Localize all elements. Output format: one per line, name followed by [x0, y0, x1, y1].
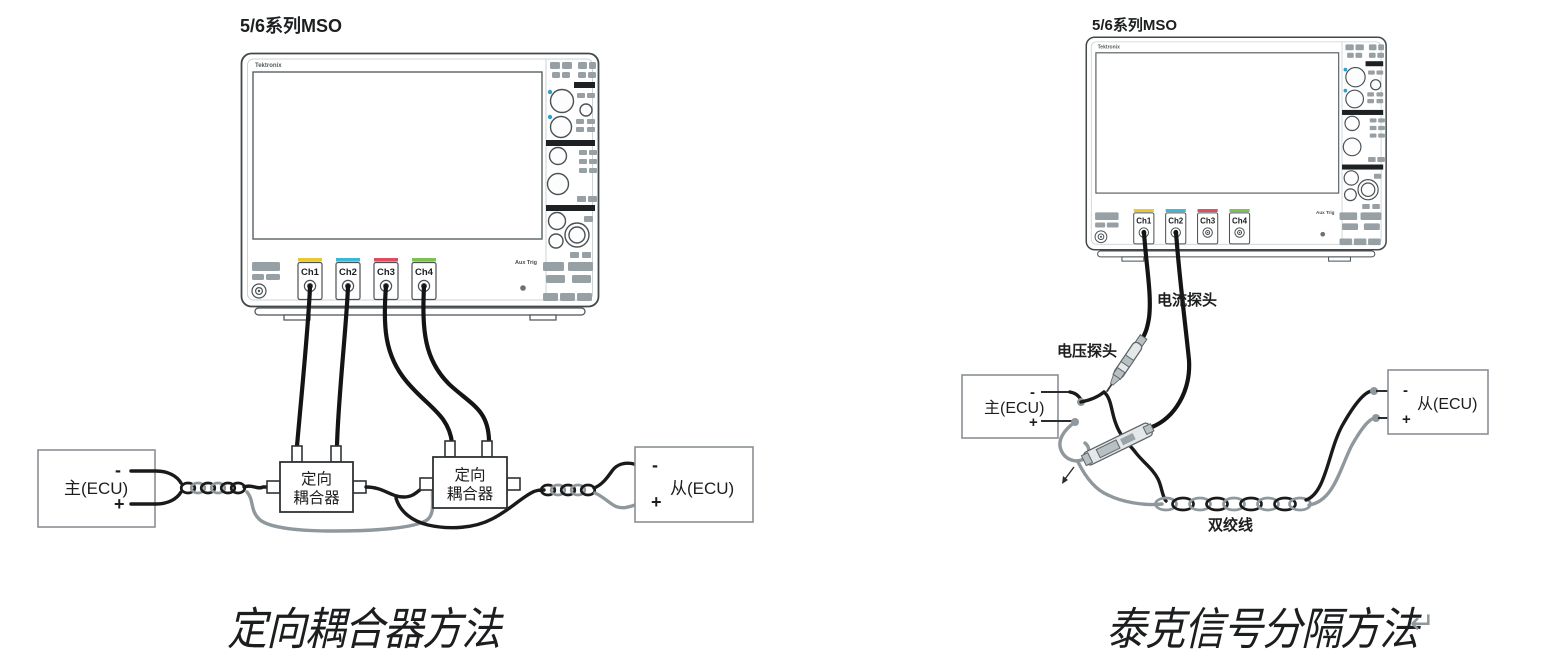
coupler1-label-line1: 定向 — [301, 470, 332, 488]
twist-loop — [549, 483, 567, 497]
slave-ecu-label: 从(ECU) — [670, 479, 734, 498]
twist-loop — [219, 481, 237, 495]
wire-gray-underloop — [245, 485, 435, 533]
left-diagram: 5/6系列MSO 主(ECU) - + 定向 耦合器 — [37, 16, 754, 533]
master-minus-right: - — [1030, 384, 1035, 401]
twist-loop — [579, 483, 597, 497]
wire-black-underloop — [394, 488, 546, 530]
slave-minus-right: - — [1403, 382, 1408, 399]
twist-loop — [199, 481, 217, 495]
wire-master-minus — [129, 469, 183, 485]
wire-dot — [1370, 387, 1378, 395]
slave-ecu-label-right: 从(ECU) — [1417, 396, 1477, 413]
coupler2-label-line1: 定向 — [454, 466, 485, 484]
ch2-cable — [334, 283, 351, 449]
wire-dot — [1372, 414, 1380, 422]
twist-loop — [1256, 496, 1280, 512]
slave-plus-right: + — [1402, 411, 1411, 428]
coupler2-box — [432, 456, 508, 509]
coupler1-label-line2: 耦合器 — [293, 489, 340, 507]
ch1-cable — [294, 283, 313, 449]
slave-minus: - — [652, 455, 658, 475]
wire-master-plus — [129, 490, 183, 506]
ch2-probe-cable — [1149, 229, 1192, 430]
wire-twist-slave-minus-right — [1304, 389, 1374, 502]
slave-ecu-box-right — [1387, 369, 1489, 435]
twist-loop — [1239, 496, 1263, 512]
twist-loop — [539, 483, 557, 497]
slave-plus: + — [651, 492, 662, 512]
ch1-probe-cable — [1139, 229, 1152, 342]
wire-twist-slave-plus — [593, 491, 643, 510]
master-plus: + — [114, 494, 125, 514]
ch3-cable — [382, 283, 455, 446]
coupler2-top-connector — [481, 440, 493, 458]
probe-arrowhead — [1062, 476, 1068, 484]
twist-loop — [559, 483, 577, 497]
twist-loop — [189, 481, 207, 495]
wire-twist-slave-plus-right — [1307, 416, 1377, 507]
coupler2-right-connector — [506, 477, 521, 491]
coupler1-right-connector — [352, 480, 367, 494]
coupler2-top-connector — [444, 440, 456, 458]
twist-loop — [569, 483, 587, 497]
oscilloscope-left — [240, 52, 600, 321]
coupler1-top-connector — [291, 445, 303, 463]
coupler1-left-connector — [266, 480, 281, 494]
right-caption: 泰克信号分隔方法 — [1103, 605, 1428, 655]
master-ecu-box — [37, 449, 156, 528]
twisted-pair-label: 双绞线 — [1208, 516, 1253, 534]
coupler1-box — [279, 461, 354, 513]
twist-loop — [1222, 496, 1246, 512]
right-scope-title: 5/6系列MSO — [1092, 16, 1177, 34]
twist-loop — [1273, 496, 1297, 512]
left-scope-title: 5/6系列MSO — [240, 16, 342, 36]
wire-black-down — [1102, 390, 1168, 503]
master-ecu-box-right — [961, 374, 1059, 439]
wire-junction-probe — [1079, 390, 1106, 404]
coupler2-label-line2: 耦合器 — [447, 485, 494, 503]
wire-twist-coupler1 — [242, 484, 270, 490]
left-caption: 定向耦合器方法 — [224, 605, 510, 655]
oscilloscope-right — [1085, 36, 1387, 262]
current-probe — [1080, 422, 1155, 467]
coupler1-top-connector — [330, 445, 342, 463]
master-ecu-label-right: 主(ECU) — [984, 399, 1044, 417]
twist-loop — [209, 481, 227, 495]
master-minus: - — [115, 460, 121, 480]
master-ecu-label: 主(ECU) — [64, 479, 128, 498]
master-plus-right: + — [1029, 414, 1038, 431]
current-probe-label: 电流探头 — [1157, 291, 1217, 309]
voltage-probe — [1105, 334, 1148, 393]
voltage-probe-label: 电压探头 — [1057, 342, 1117, 360]
wire-gray-down — [1076, 460, 1164, 507]
twist-loop — [1154, 496, 1178, 512]
ch4-cable — [421, 283, 492, 443]
twist-loop — [1171, 496, 1195, 512]
right-diagram: 5/6系列MSO 主(ECU) - + — [961, 16, 1489, 534]
slave-ecu-box — [634, 446, 754, 523]
twist-loop — [1205, 496, 1229, 512]
coupler2-left-connector — [419, 477, 434, 491]
twist-loop — [1188, 496, 1212, 512]
probe-arrow — [1064, 466, 1075, 480]
return-mark: ↵ — [1410, 606, 1436, 641]
twist-loop — [179, 481, 197, 495]
wire-twist-slave-minus — [592, 461, 643, 490]
